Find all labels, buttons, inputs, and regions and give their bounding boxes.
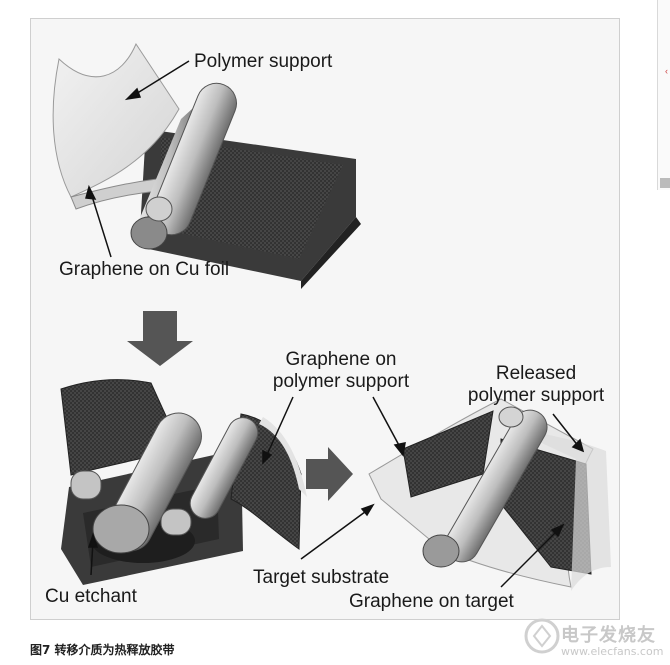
watermark-text: 电子发烧友 bbox=[561, 625, 656, 646]
stage-2-etching bbox=[60, 379, 307, 585]
label-target-substrate: Target substrate bbox=[253, 567, 390, 588]
label-cu-etchant: Cu etchant bbox=[45, 586, 137, 607]
margin-button[interactable] bbox=[660, 178, 670, 188]
figure-caption: 图7 转移介质为热释放胶带 bbox=[30, 643, 175, 657]
label-graphene-on-polymer-line1: Graphene on bbox=[285, 349, 397, 370]
margin-mark: ‹ bbox=[665, 66, 668, 76]
label-polymer-support: Polymer support bbox=[194, 51, 333, 72]
label-graphene-on-cu-foil: Graphene on Cu foil bbox=[59, 259, 230, 280]
roller-transfer bbox=[422, 406, 548, 568]
transfer-diagram: Polymer support Graphene on Cu foil Grap… bbox=[30, 18, 620, 620]
rollers-bottom bbox=[70, 412, 259, 554]
polymer-support-film bbox=[52, 42, 180, 198]
arrow-down-icon bbox=[127, 311, 193, 366]
elecfans-logo-icon bbox=[524, 618, 560, 654]
label-released-line2: polymer support bbox=[467, 385, 605, 406]
watermark-url: www.elecfans.com bbox=[561, 645, 664, 658]
arrow-right-icon bbox=[306, 447, 353, 501]
stage-3-transfer bbox=[368, 398, 611, 591]
right-margin-panel bbox=[657, 0, 670, 190]
label-graphene-on-polymer: Graphene on polymer support bbox=[261, 349, 421, 393]
label-graphene-on-target: Graphene on target bbox=[349, 591, 514, 612]
label-released-line1: Released bbox=[495, 363, 577, 384]
label-graphene-on-polymer-line2: polymer support bbox=[272, 371, 410, 392]
stage-1-lamination bbox=[52, 42, 361, 289]
label-released-polymer: Released polymer support bbox=[456, 363, 616, 407]
diagram-graphics bbox=[52, 42, 611, 591]
roller-top bbox=[130, 82, 237, 250]
pointer-lines bbox=[85, 60, 585, 588]
